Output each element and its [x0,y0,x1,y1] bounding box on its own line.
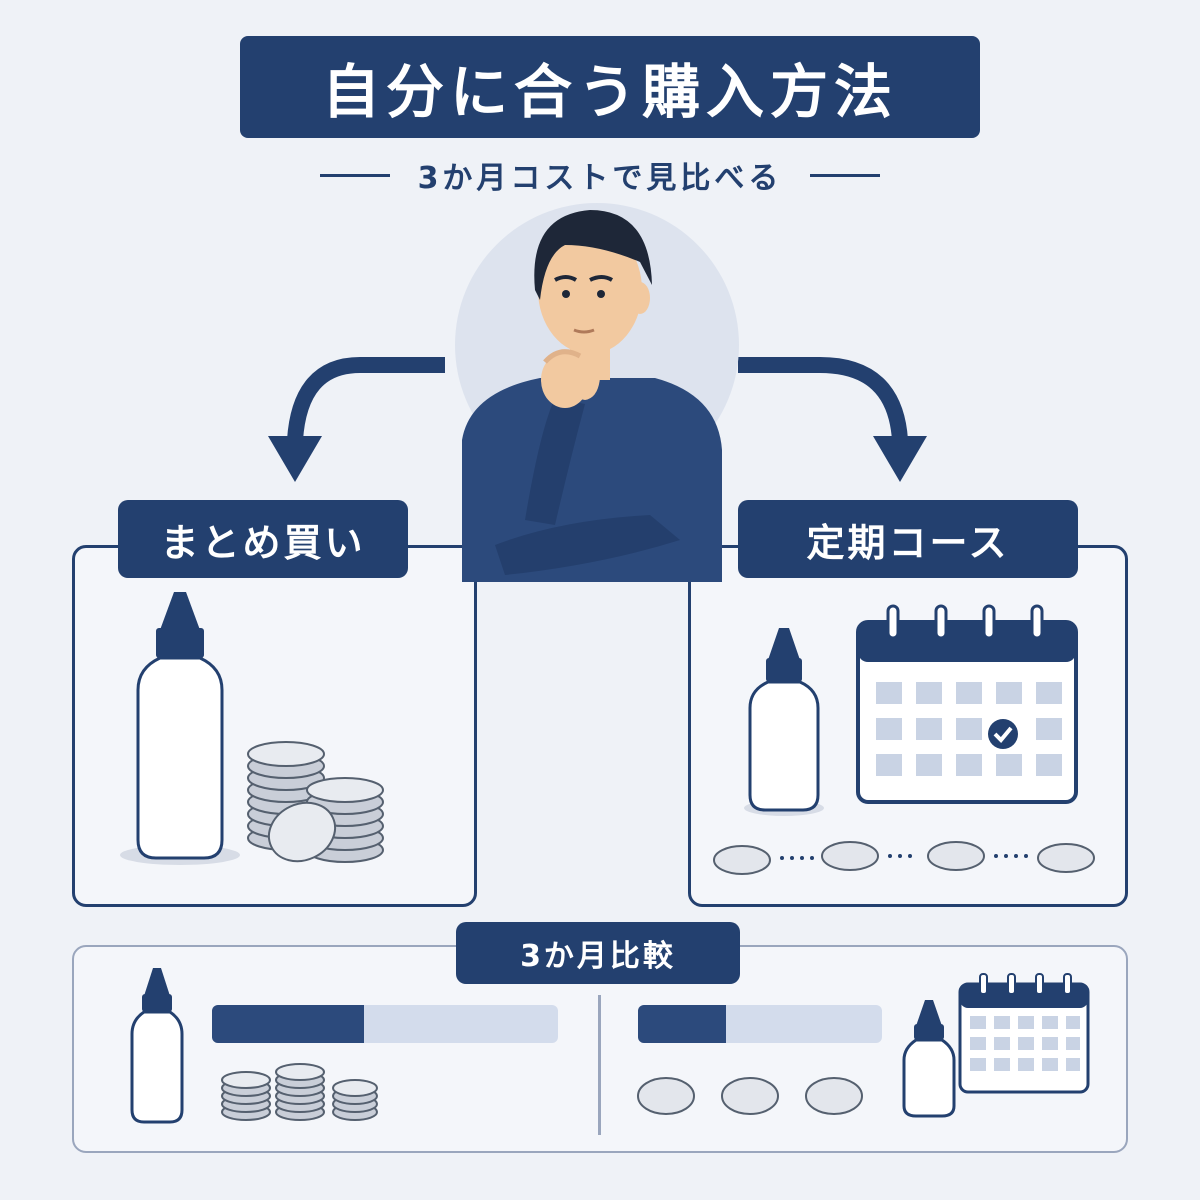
title-banner: 自分に合う購入方法 [240,36,980,138]
subscription-tag: 定期コース [738,500,1078,578]
bulk-tag: まとめ買い [118,500,408,578]
bulk-cost-bar-fill [212,1005,365,1043]
bulk-cost-bar [212,1005,558,1043]
page-title: 自分に合う購入方法 [321,58,898,126]
subscription-cost-bar [638,1005,882,1043]
subtitle-line-left [319,173,390,177]
comparison-divider [598,995,601,1135]
comparison-tag: 3か月比較 [456,922,740,984]
subtitle-line-right [810,173,881,177]
subtitle-row: 3か月コストで見比べる [300,150,900,200]
page-subtitle: 3か月コストで見比べる [417,161,783,196]
subscription-cost-bar-fill [638,1005,726,1043]
